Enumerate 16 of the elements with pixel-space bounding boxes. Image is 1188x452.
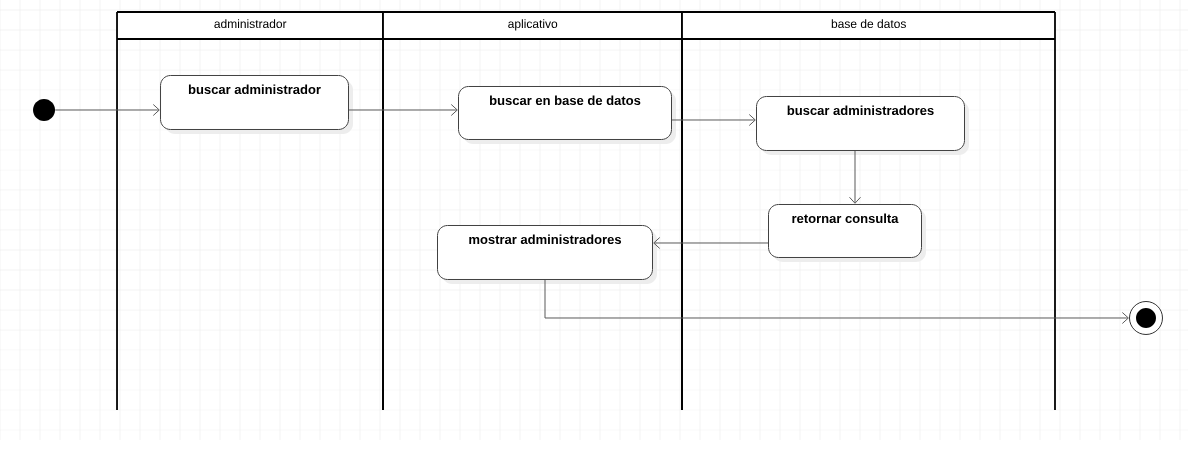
arrow	[54, 104, 160, 116]
node-label: administrador	[214, 19, 287, 29]
action-box: buscar administradores	[756, 96, 969, 155]
node-label: base de datos	[831, 19, 906, 29]
arrow	[653, 237, 769, 249]
initial-node	[33, 99, 55, 121]
arrow	[849, 150, 861, 204]
final-node	[1129, 301, 1163, 335]
action-box: buscar administrador	[160, 75, 353, 134]
action-box: buscar en base de datos	[458, 86, 676, 144]
arrow	[671, 114, 756, 126]
action-box: retornar consulta	[768, 204, 926, 262]
arrow	[348, 104, 458, 116]
arrow	[544, 279, 1129, 324]
action-box: mostrar administradores	[437, 225, 657, 284]
node-label: aplicativo	[508, 19, 558, 31]
